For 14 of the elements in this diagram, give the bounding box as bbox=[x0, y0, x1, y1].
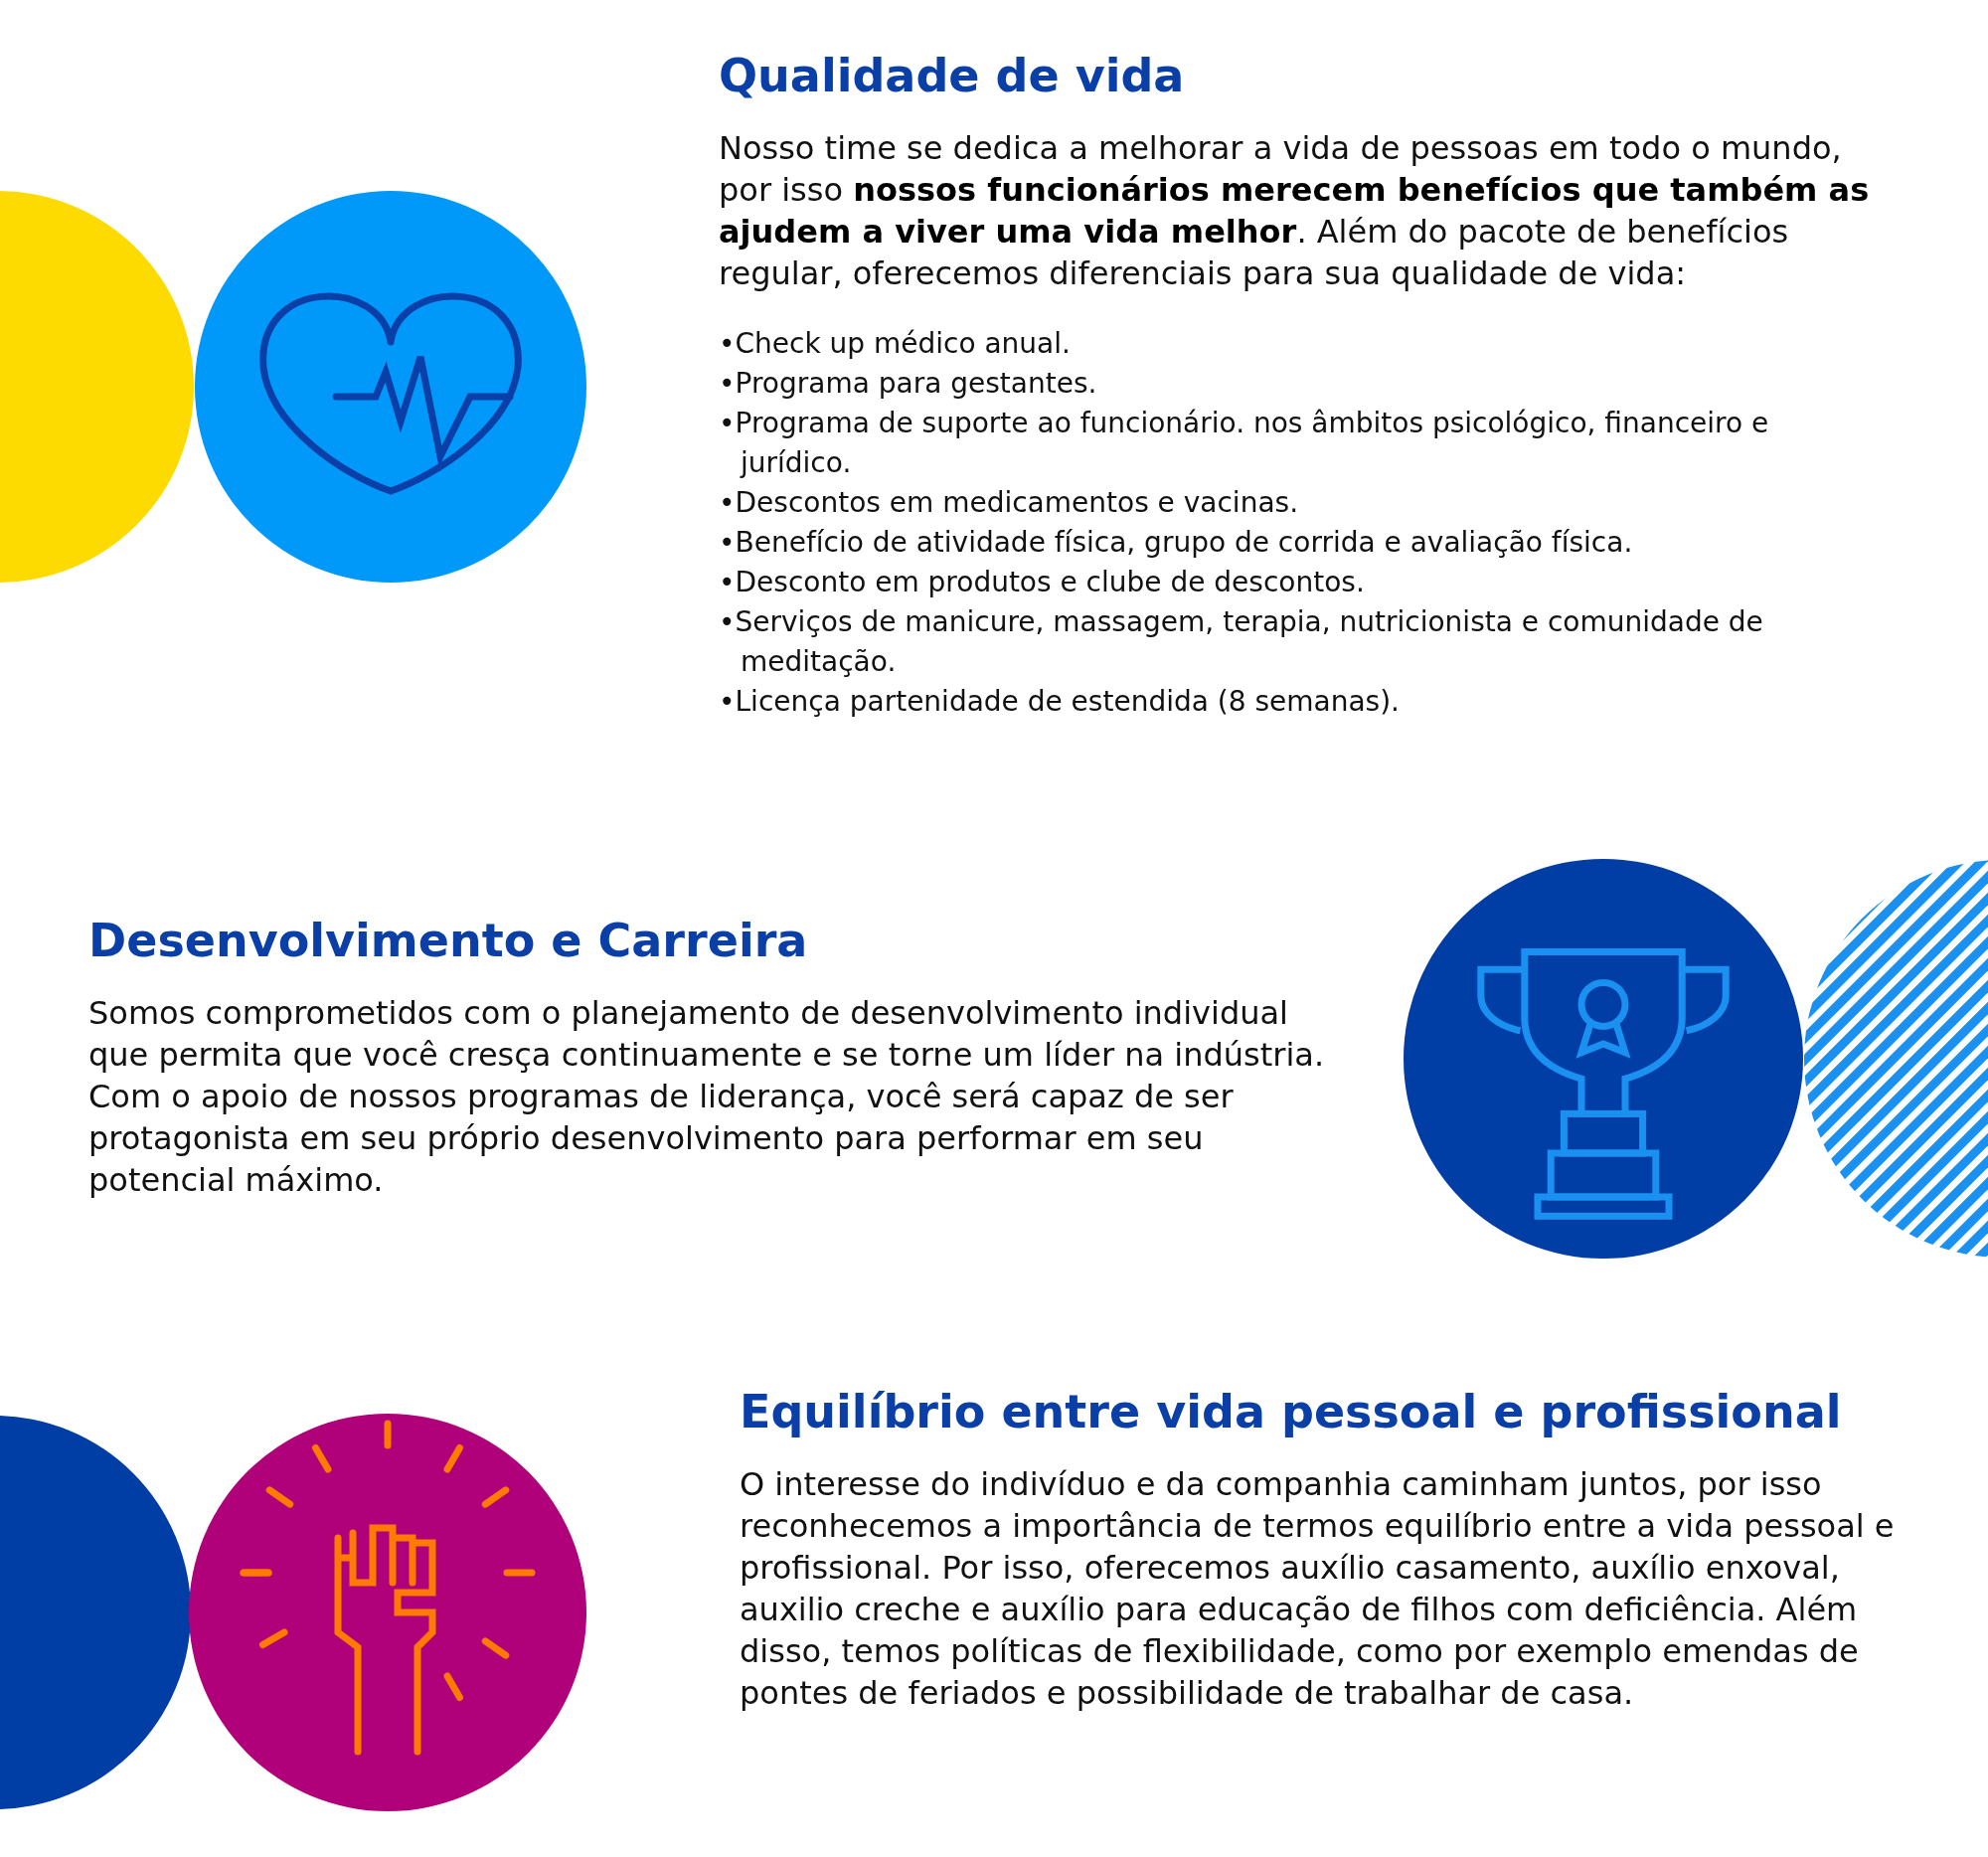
list-item: •Desconto em produtos e clube de descontos. bbox=[719, 565, 1366, 600]
section-heading: Qualidade de vida bbox=[719, 48, 1186, 103]
list-item: •Check up médico anual. bbox=[719, 326, 1072, 362]
paragraph: Nosso time se dedica a melhorar a vida de pessoas em todo o mundo, por isso nossos funcionários merecem benefícios que também as ajudem a viver uma vida melhor. Além do pacote de benefícios regular, oferecemos diferenciais para sua qualidade de vida: bbox=[719, 128, 1871, 294]
list-item: •Descontos em medicamentos e vacinas. bbox=[719, 485, 1300, 521]
paragraph: O interesse do indivíduo e da companhia caminham juntos, por isso reconhecemos a importância de termos equilíbrio entre a vida pessoal e profissional. Por isso, oferecemos auxílio casamento, auxílio enxoval, auxilio creche e auxílio para educação de filhos com deficiência. Além disso, temos políticas de flexibilidade, como por exemplo emendas de pontes de feriados e possibilidade de trabalhar de casa. bbox=[740, 1464, 1896, 1714]
paragraph: Somos comprometidos com o planejamento de desenvolvimento individual que permita que você cresça continuamente e se torne um líder na indústria. Com o apoio de nossos programas de liderança, você será capaz de ser protagonista em seu próprio desenvolvimento para performar em seu potencial máximo. bbox=[88, 993, 1326, 1201]
list-item: •Licença partenidade de estendida (8 semanas). bbox=[719, 684, 1401, 720]
list-item: •Serviços de manicure, massagem, terapia, nutricionista e comunidade de meditação. bbox=[719, 604, 1764, 680]
list-item: •Benefício de atividade física, grupo de corrida e avaliação física. bbox=[719, 525, 1634, 561]
section-heading: Equilíbrio entre vida pessoal e profissional bbox=[740, 1384, 1843, 1439]
list-item: •Programa para gestantes. bbox=[719, 366, 1098, 402]
list-item: •Programa de suporte ao funcionário. nos âmbitos psicológico, financeiro e jurídico. bbox=[719, 406, 1770, 481]
section-heading: Desenvolvimento e Carreira bbox=[88, 913, 809, 968]
